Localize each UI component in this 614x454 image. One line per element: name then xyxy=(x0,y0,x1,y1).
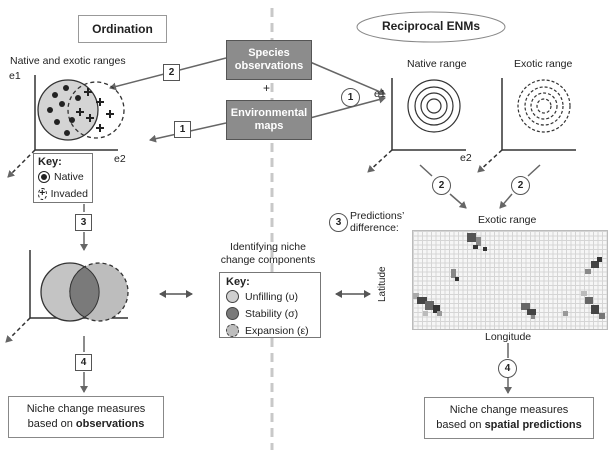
right-axis-e2: e2 xyxy=(460,152,472,164)
unfilling-swatch-icon xyxy=(226,290,239,303)
key-expansion: Expansion (ε) xyxy=(226,322,314,339)
reciprocal-enm-header: Reciprocal ENMs xyxy=(381,19,481,33)
right-output-line2: based on spatial predictions xyxy=(436,419,582,431)
step-1-right-marker: 1 xyxy=(341,88,360,107)
native-symbol-icon xyxy=(38,170,50,183)
ordination-header: Ordination xyxy=(78,15,167,43)
center-key-title: Key: xyxy=(226,276,250,288)
center-key-box: Key: Unfilling (υ) Stability (σ) Expansi… xyxy=(219,272,321,338)
map-patches xyxy=(413,233,605,319)
right-output-box: Niche change measures based on spatial p… xyxy=(424,397,594,439)
map-title-exotic-range: Exotic range xyxy=(478,214,537,226)
step-4-left-marker: 4 xyxy=(75,354,92,371)
left-overlap-plot xyxy=(5,250,129,343)
step-3-left-marker: 3 xyxy=(75,214,92,231)
prediction-patches xyxy=(413,233,605,319)
exotic-range-map xyxy=(412,230,608,330)
map-ylabel-latitude: Latitude xyxy=(377,266,388,302)
key-unfilling: Unfilling (υ) xyxy=(226,288,314,305)
expansion-swatch-icon xyxy=(226,324,239,337)
step-2-right-exotic-marker: 2 xyxy=(511,176,530,195)
left-output-box: Niche change measures based on observati… xyxy=(8,396,164,438)
arrow-env-to-enm xyxy=(309,95,386,119)
environmental-maps-box: Environmental maps xyxy=(226,100,312,140)
right-output-line1: Niche change measures xyxy=(449,404,569,416)
left-output-line1: Niche change measures xyxy=(26,403,146,415)
left-ordination-plot xyxy=(7,75,125,178)
species-observations-box: Species observations xyxy=(226,40,312,80)
arrow-native-to-2 xyxy=(419,164,433,177)
left-output-line2: based on observations xyxy=(27,418,145,430)
stability-swatch-icon xyxy=(226,307,239,320)
left-axis-e1: e1 xyxy=(9,70,21,82)
step-1-left-marker: 1 xyxy=(174,121,191,138)
invaded-symbol-icon: + xyxy=(38,187,47,200)
step-2-left-marker: 2 xyxy=(163,64,180,81)
reciprocal-enm-header-ellipse xyxy=(356,11,506,43)
exotic-range-label: Exotic range xyxy=(514,58,573,70)
arrow-2-to-map-left xyxy=(449,193,467,209)
step-2-right-native-marker: 2 xyxy=(432,176,451,195)
native-range-plot xyxy=(367,78,466,173)
right-axis-e1: e1 xyxy=(374,88,386,100)
native-exotic-ranges-title: Native and exotic ranges xyxy=(10,55,126,67)
step-3-right-marker: 3 xyxy=(329,213,348,232)
exotic-range-plot xyxy=(477,78,576,173)
arrow-2-to-map-right xyxy=(499,193,513,209)
left-axis-e2: e2 xyxy=(114,153,126,165)
left-key-box: Key: Native + Invaded xyxy=(33,153,93,203)
native-range-label: Native range xyxy=(407,58,467,70)
arrow-species-to-enm xyxy=(309,61,386,96)
step-4-right-marker: 4 xyxy=(498,359,517,378)
plus-sign: + xyxy=(263,81,271,95)
left-key-native: Native xyxy=(38,168,88,185)
predictions-difference-label: Predictions’ difference: xyxy=(350,210,405,234)
niche-change-title: Identifying niche change components xyxy=(220,241,316,266)
arrow-exotic-to-2 xyxy=(527,164,541,177)
key-stability: Stability (σ) xyxy=(226,305,314,322)
left-key-invaded: + Invaded xyxy=(38,187,88,200)
map-xlabel-longitude: Longitude xyxy=(485,331,532,343)
left-key-title: Key: xyxy=(38,156,62,168)
